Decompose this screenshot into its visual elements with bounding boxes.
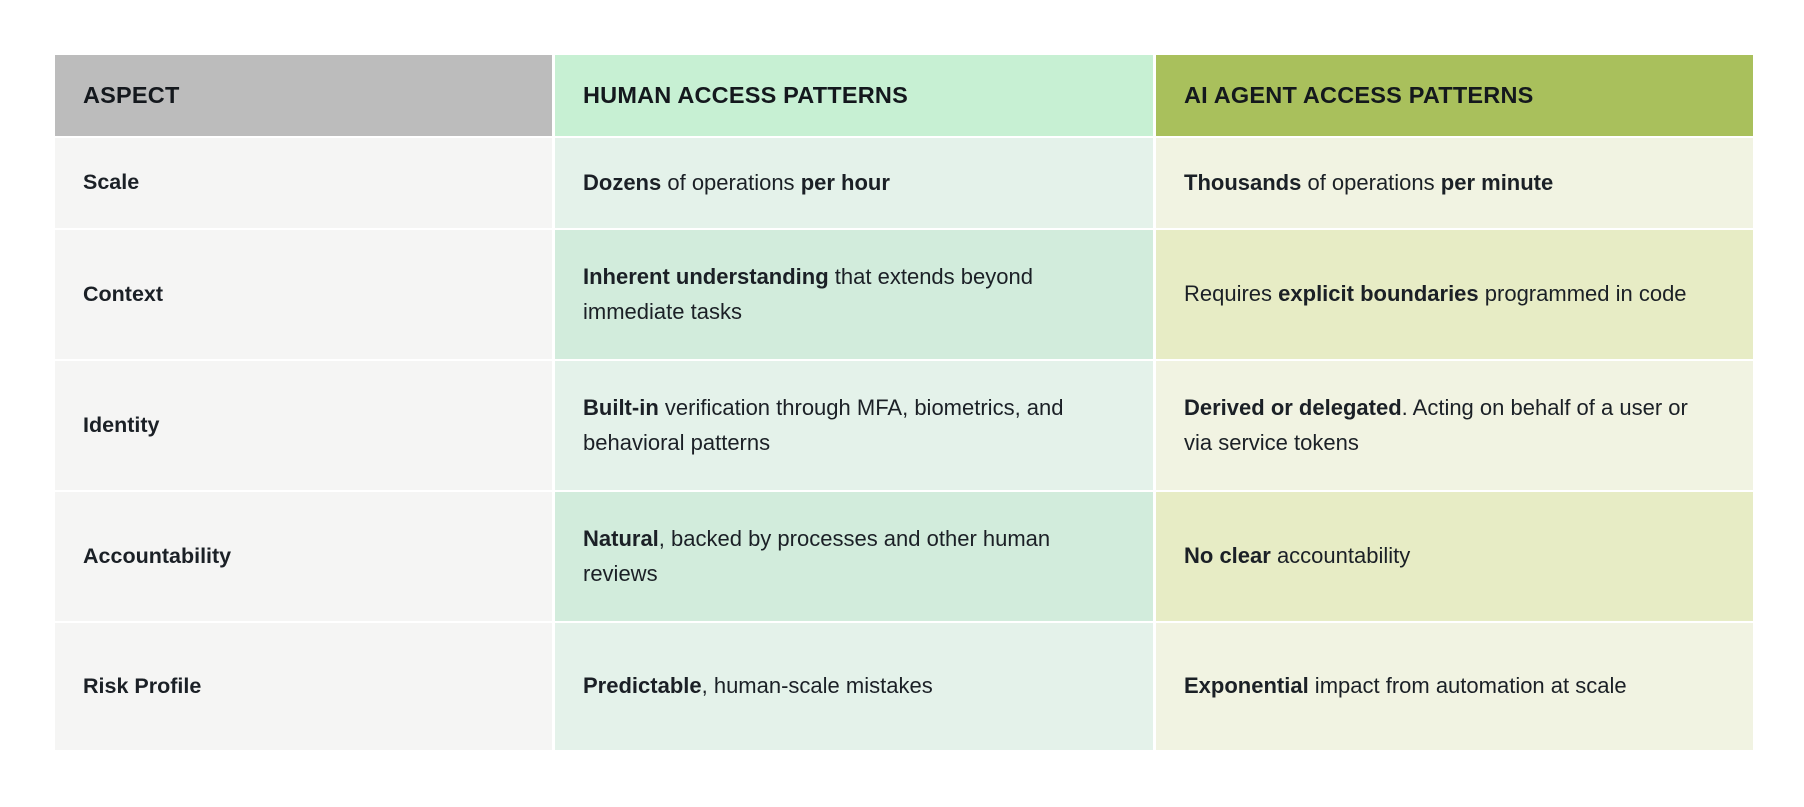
row-scale-aspect-label: Scale <box>55 138 552 228</box>
row-accountability-human-value: Natural, backed by processes and other h… <box>555 492 1153 621</box>
row-scale-ai-value: Thousands of operations per minute <box>1156 138 1753 228</box>
access-patterns-comparison-table: ASPECT HUMAN ACCESS PATTERNS AI AGENT AC… <box>55 55 1753 750</box>
row-accountability-aspect-label: Accountability <box>55 492 552 621</box>
row-identity-ai-value: Derived or delegated. Acting on behalf o… <box>1156 361 1753 490</box>
column-header-human-access-patterns: HUMAN ACCESS PATTERNS <box>555 55 1153 136</box>
row-accountability-ai-value: No clear accountability <box>1156 492 1753 621</box>
row-context-human-value: Inherent understanding that extends beyo… <box>555 230 1153 359</box>
row-risk-profile-human-value: Predictable, human-scale mistakes <box>555 623 1153 750</box>
row-context-ai-value: Requires explicit boundaries programmed … <box>1156 230 1753 359</box>
column-header-ai-agent-access-patterns: AI AGENT ACCESS PATTERNS <box>1156 55 1753 136</box>
row-identity-human-value: Built-in verification through MFA, biome… <box>555 361 1153 490</box>
row-identity-aspect-label: Identity <box>55 361 552 490</box>
row-context-aspect-label: Context <box>55 230 552 359</box>
row-risk-profile-ai-value: Exponential impact from automation at sc… <box>1156 623 1753 750</box>
row-risk-profile-aspect-label: Risk Profile <box>55 623 552 750</box>
column-header-aspect: ASPECT <box>55 55 552 136</box>
row-scale-human-value: Dozens of operations per hour <box>555 138 1153 228</box>
